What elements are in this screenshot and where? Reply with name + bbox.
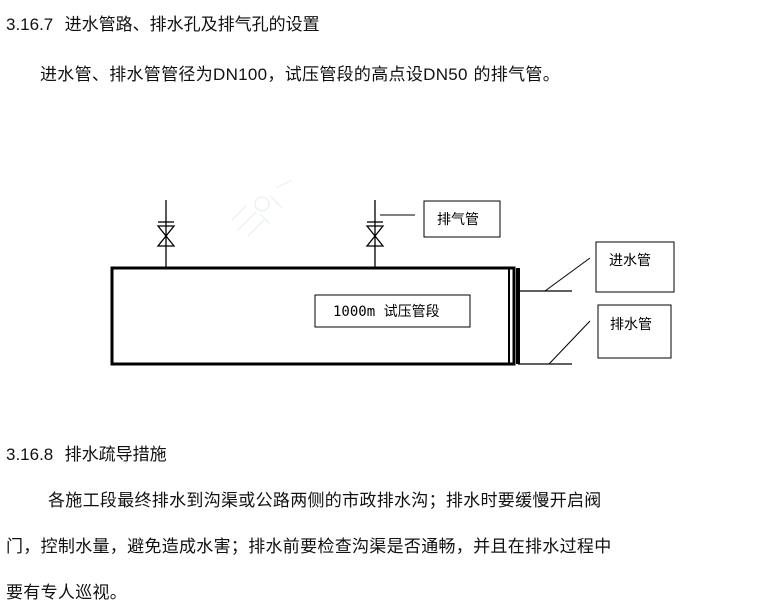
- pipe-size-value: DN100: [213, 65, 268, 84]
- exhaust-pipe-label-box: [423, 200, 501, 238]
- watermark-logo: [231, 179, 293, 237]
- drain-leader-line: [548, 320, 591, 365]
- section-heading-3-16-8: 3.16.8 排水疏导措施: [6, 440, 167, 465]
- exhaust-pipe-label: 排气管: [437, 212, 479, 228]
- paragraph-line-2: 门，控制水量，避免造成水害；排水前要检查沟渠是否通畅，并且在排水过程中: [6, 537, 612, 557]
- exhaust-valve-2: [365, 200, 385, 268]
- paragraph-text: 的排气管。: [467, 65, 561, 85]
- inlet-pipe-label: 进水管: [609, 253, 651, 269]
- test-section-label: 1000m 试压管段: [333, 304, 440, 320]
- inlet-pipe-label-box: [595, 241, 675, 293]
- paragraph-text: 进水管、排水管管径为: [40, 65, 213, 85]
- test-section-label-box: [314, 294, 471, 328]
- exhaust-valve-1: [156, 200, 176, 268]
- section-heading-3-16-7: 3.16.7 进水管路、排水孔及排气孔的设置: [6, 10, 320, 35]
- drain-pipe-label-box: [597, 304, 672, 359]
- section-number: 3.16.7: [6, 15, 54, 34]
- test-section-pipe: [110, 266, 516, 366]
- section-paragraph-3-16-7: 进水管、排水管管径为DN100，试压管段的高点设DN50 的排气管。: [40, 60, 560, 85]
- section-number: 3.16.8: [6, 445, 54, 464]
- inlet-leader-line: [544, 257, 591, 292]
- paragraph-text: ，试压管段的高点设: [267, 65, 424, 85]
- pipe-size-value: DN50: [423, 65, 468, 84]
- section-title: 进水管路、排水孔及排气孔的设置: [64, 15, 320, 35]
- paragraph-line-3: 要有专人巡视。: [6, 583, 128, 603]
- section-title: 排水疏导措施: [64, 445, 167, 465]
- drain-pipe-label: 排水管: [610, 317, 652, 333]
- paragraph-line-1: 各施工段最终排水到沟渠或公路两侧的市政排水沟；排水时要缓慢开启阀: [48, 491, 602, 511]
